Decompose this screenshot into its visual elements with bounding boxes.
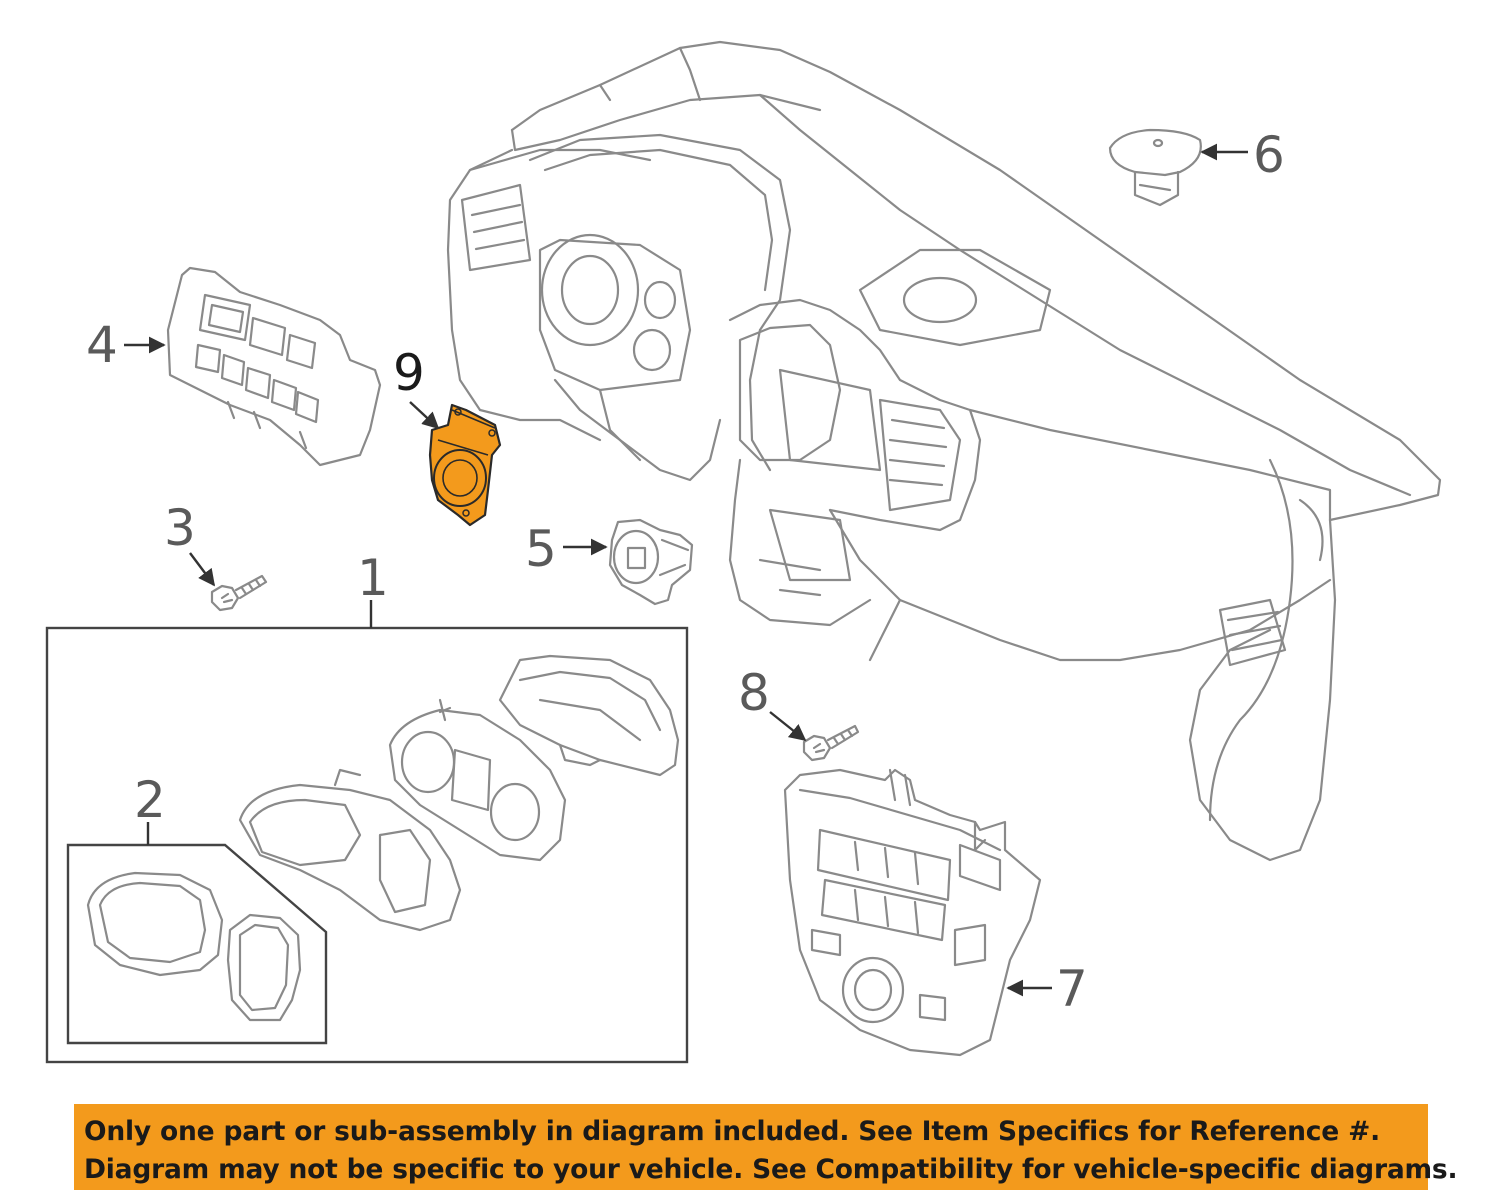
part-4-switch-panel [166,266,382,467]
part-1-cluster [66,654,680,1045]
callout-6: 6 [1253,126,1285,184]
callout-5: 5 [525,520,557,578]
callout-2: 2 [134,771,166,829]
leader-8 [769,711,807,742]
leader-3 [189,552,216,587]
part-2-box [66,843,328,1045]
callout-9: 9 [393,344,425,402]
leader-9 [409,401,440,430]
callout-7: 7 [1056,960,1088,1018]
part-3-screw [210,574,268,612]
dashboard-illustration [446,40,1442,862]
part-9-highlighted [428,403,502,527]
part-1-box [45,626,689,1064]
part-6-cap [1108,128,1202,207]
disclaimer-banner: Only one part or sub-assembly in diagram… [74,1104,1458,1190]
callout-4: 4 [86,316,118,374]
callout-1: 1 [357,549,389,607]
callout-8: 8 [738,664,770,722]
part-5-switch [608,518,694,606]
disclaimer-line-1: Only one part or sub-assembly in diagram… [84,1116,1380,1147]
part-8-screw [802,724,860,762]
part-7-control-panel [783,768,1042,1057]
callout-3: 3 [164,499,196,557]
disclaimer-line-2: Diagram may not be specific to your vehi… [84,1154,1458,1185]
